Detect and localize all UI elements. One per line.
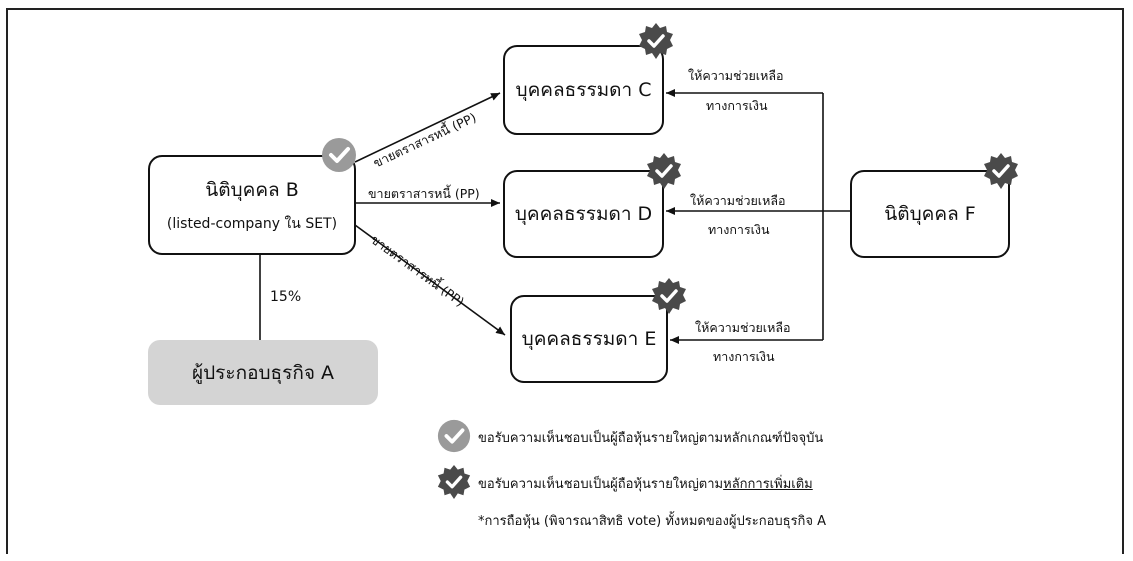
check-seal-icon bbox=[984, 153, 1018, 189]
node-a: ผู้ประกอบธุรกิจ A bbox=[148, 340, 378, 405]
edge-label-b-to-a: 15% bbox=[270, 289, 302, 305]
node-f-label: นิติบุคคล F bbox=[884, 203, 976, 225]
diagram-frame bbox=[6, 8, 1124, 554]
node-c: บุคคลธรรมดา C bbox=[503, 45, 664, 135]
check-seal-icon bbox=[652, 278, 686, 314]
node-c-label: บุคคลธรรมดา C bbox=[515, 79, 652, 101]
check-circle-icon bbox=[322, 138, 356, 172]
node-a-label: ผู้ประกอบธุรกิจ A bbox=[191, 361, 335, 384]
node-f: นิติบุคคล F bbox=[850, 170, 1010, 258]
edge-label-f-to-e-line1: ให้ความช่วยเหลือ bbox=[695, 320, 791, 335]
node-b: นิติบุคคล B (listed-company ใน SET) bbox=[148, 155, 356, 255]
check-circle-icon bbox=[437, 419, 471, 453]
node-e: บุคคลธรรมดา E bbox=[510, 295, 668, 383]
edge-label-f-to-d-line2: ทางการเงิน bbox=[708, 222, 770, 237]
node-b-subtitle: (listed-company ใน SET) bbox=[166, 216, 338, 232]
legend-additional-label: ขอรับความเห็นชอบเป็นผู้ถือหุ้นรายใหญ่ตาม… bbox=[478, 473, 813, 494]
edge-label-f-to-c-line1: ให้ความช่วยเหลือ bbox=[688, 68, 784, 83]
check-seal-icon bbox=[437, 464, 471, 500]
edge-b-to-e bbox=[354, 224, 506, 336]
check-seal-icon bbox=[647, 153, 681, 189]
legend-current-label: ขอรับความเห็นชอบเป็นผู้ถือหุ้นรายใหญ่ตาม… bbox=[478, 431, 824, 446]
node-d-label: บุคคลธรรมดา D bbox=[514, 203, 653, 225]
node-b-title: นิติบุคคล B bbox=[205, 179, 299, 201]
legend-additional-prefix: ขอรับความเห็นชอบเป็นผู้ถือหุ้นรายใหญ่ตาม bbox=[478, 477, 724, 492]
node-d: บุคคลธรรมดา D bbox=[503, 170, 664, 258]
edge-label-f-to-c-line2: ทางการเงิน bbox=[706, 98, 768, 113]
legend-additional-underlined: หลักการเพิ่มเติม bbox=[723, 477, 813, 492]
edge-label-b-to-d: ขายตราสารหนี้ (PP) bbox=[368, 186, 480, 201]
check-seal-icon bbox=[639, 23, 673, 59]
edge-label-f-to-e-line2: ทางการเงิน bbox=[713, 349, 775, 364]
edge-b-to-c bbox=[354, 92, 501, 163]
legend-note: *การถือหุ้น (พิจารณาสิทธิ vote) ทั้งหมดข… bbox=[478, 514, 827, 529]
edge-label-f-to-d-line1: ให้ความช่วยเหลือ bbox=[690, 193, 786, 208]
node-e-label: บุคคลธรรมดา E bbox=[521, 328, 657, 350]
